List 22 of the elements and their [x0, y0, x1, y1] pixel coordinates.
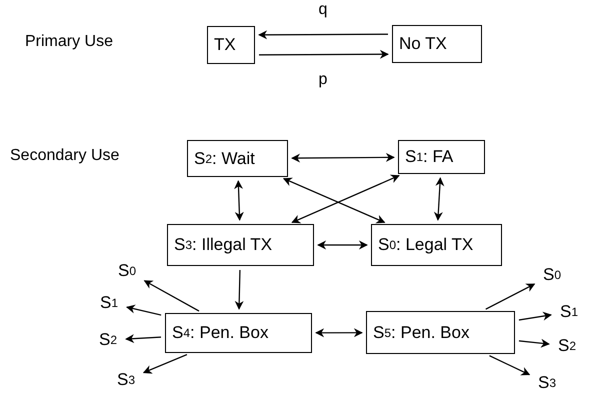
arrow — [282, 178, 386, 224]
row-label: Secondary Use — [10, 147, 120, 165]
arrow — [485, 284, 536, 310]
arrow — [317, 240, 368, 250]
arrow — [259, 50, 389, 59]
arrow — [258, 30, 388, 40]
arrow — [291, 174, 400, 224]
row-label: Primary Use — [25, 33, 114, 51]
arrow — [518, 312, 552, 321]
arrow — [125, 334, 162, 344]
arrow — [434, 177, 444, 221]
arrow — [144, 280, 200, 312]
arrow — [234, 270, 244, 310]
arrow — [126, 304, 162, 316]
arrow — [489, 355, 530, 376]
state-box: TX — [207, 26, 255, 64]
arrow — [518, 338, 550, 348]
state-box: No TX — [392, 25, 482, 63]
arrow — [142, 354, 188, 374]
arrow — [234, 180, 244, 221]
arrow — [315, 328, 363, 338]
arrow — [291, 152, 395, 163]
